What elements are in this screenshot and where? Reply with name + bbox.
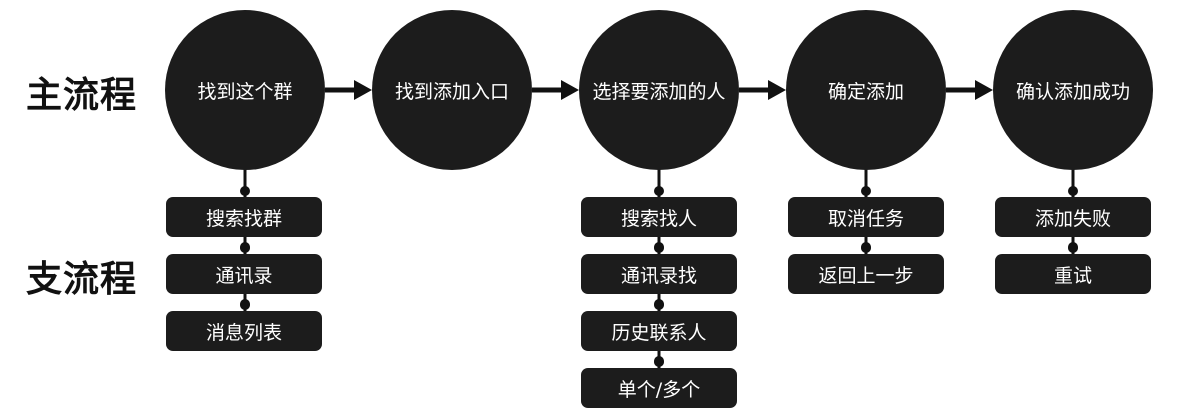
branch-single-multiple: 单个/多个: [581, 368, 737, 408]
branch-contacts-find: 通讯录找: [581, 254, 737, 294]
main-flow-arrow-head: [354, 80, 372, 100]
branch-search-group: 搜索找群: [166, 197, 322, 237]
branch-connector-dot: [861, 243, 871, 253]
branch-connector-dot: [654, 300, 664, 310]
branch-add-failed: 添加失败: [995, 197, 1151, 237]
main-flow-arrow-head: [561, 80, 579, 100]
branch-contacts: 通讯录: [166, 254, 322, 294]
branch-connector-dot: [861, 186, 871, 196]
branch-search-person: 搜索找人: [581, 197, 737, 237]
main-step-add-success: 确认添加成功: [993, 10, 1153, 170]
branch-cancel-task: 取消任务: [788, 197, 944, 237]
branch-go-back: 返回上一步: [788, 254, 944, 294]
branch-connector-dot: [654, 357, 664, 367]
branch-connector-dot: [1068, 243, 1078, 253]
main-step-find-group: 找到这个群: [165, 10, 325, 170]
branch-connector-dot: [654, 243, 664, 253]
branch-connector-dot: [240, 300, 250, 310]
branch-connector-dot: [240, 186, 250, 196]
branch-connector-dot: [1068, 186, 1078, 196]
branch-connector-dot: [240, 243, 250, 253]
main-flow-arrow-head: [768, 80, 786, 100]
branch-message-list: 消息列表: [166, 311, 322, 351]
branch-flow-label: 支流程: [26, 259, 138, 300]
main-step-select-person: 选择要添加的人: [579, 10, 739, 170]
main-flow-label: 主流程: [26, 75, 138, 116]
branch-retry: 重试: [995, 254, 1151, 294]
main-step-find-add-entry: 找到添加入口: [372, 10, 532, 170]
main-flow-arrow-head: [975, 80, 993, 100]
main-step-confirm-add: 确定添加: [786, 10, 946, 170]
branch-history-contacts: 历史联系人: [581, 311, 737, 351]
branch-connector-dot: [654, 186, 664, 196]
